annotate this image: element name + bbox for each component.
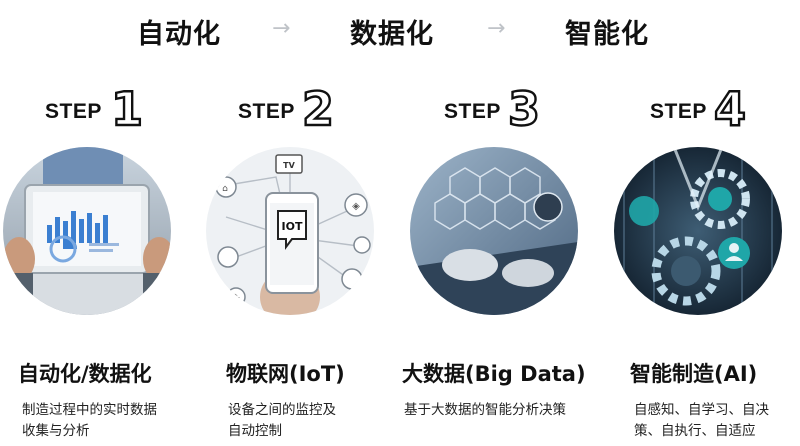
stage-intelligence: 智能化	[565, 19, 649, 50]
robot-icon	[533, 192, 563, 222]
hexagon-keyboard-illustration	[410, 147, 578, 315]
step-3-header: STEP 3	[444, 80, 634, 136]
tablet-chart-illustration	[3, 147, 171, 315]
ai-image	[614, 147, 782, 315]
description-line: 基于大数据的智能分析决策	[404, 402, 566, 418]
step-1-header: STEP 1	[45, 80, 235, 136]
arrow-right-icon: →	[272, 16, 291, 41]
step-number: 4	[713, 82, 747, 136]
step-number: 3	[507, 82, 541, 136]
step-label: STEP	[238, 100, 295, 123]
description-line: 收集与分析	[22, 423, 90, 439]
step-3-description: 基于大数据的智能分析决策	[404, 400, 566, 421]
iot-image: ⌂ ◈ ✈ TV IOT	[206, 147, 374, 315]
tablet-icon	[24, 184, 150, 274]
step-4-title: 智能制造(AI)	[630, 362, 758, 386]
step-2-description: 设备之间的监控及 自动控制	[228, 400, 336, 442]
iot-label: IOT	[282, 220, 303, 233]
description-line: 自动控制	[228, 423, 282, 439]
iot-network-illustration: ⌂ ◈ ✈ TV IOT	[206, 147, 374, 315]
description-line: 策、自执行、自适应	[634, 423, 756, 439]
step-label: STEP	[650, 100, 707, 123]
headline-flow: 自动化 → 数据化 → 智能化	[0, 12, 800, 52]
step-1-description: 制造过程中的实时数据 收集与分析	[22, 400, 157, 442]
tv-icon	[275, 154, 303, 174]
step-number: 1	[110, 82, 144, 136]
stage-digitalization: 数据化	[350, 19, 434, 50]
step-3-title: 大数据(Big Data)	[402, 362, 586, 386]
smartphone-icon: IOT	[260, 192, 320, 315]
big-data-image	[410, 147, 578, 315]
automation-image	[3, 147, 171, 315]
step-2-header: STEP 2	[238, 80, 428, 136]
cloud-icon	[629, 196, 659, 226]
ai-gears-illustration	[614, 147, 782, 315]
step-2-title: 物联网(IoT)	[226, 362, 345, 386]
user-icon	[718, 237, 750, 269]
description-line: 设备之间的监控及	[228, 402, 336, 418]
gear-icon	[690, 169, 750, 229]
cart-icon: ⌂	[222, 184, 228, 194]
step-label: STEP	[444, 100, 501, 123]
description-line: 制造过程中的实时数据	[22, 402, 157, 418]
step-number: 2	[301, 82, 335, 136]
car-icon: ◈	[352, 201, 360, 212]
description-line: 自感知、自学习、自决	[634, 402, 769, 418]
step-4-description: 自感知、自学习、自决 策、自执行、自适应	[634, 400, 769, 442]
stage-automation: 自动化	[137, 19, 221, 50]
step-label: STEP	[45, 100, 102, 123]
step-1-title: 自动化/数据化	[18, 362, 152, 386]
tv-label: TV	[283, 161, 295, 170]
step-4-header: STEP 4	[650, 80, 800, 136]
arrow-right-icon: →	[487, 16, 506, 41]
airplane-icon: ✈	[232, 293, 240, 304]
gear-icon	[651, 236, 721, 306]
